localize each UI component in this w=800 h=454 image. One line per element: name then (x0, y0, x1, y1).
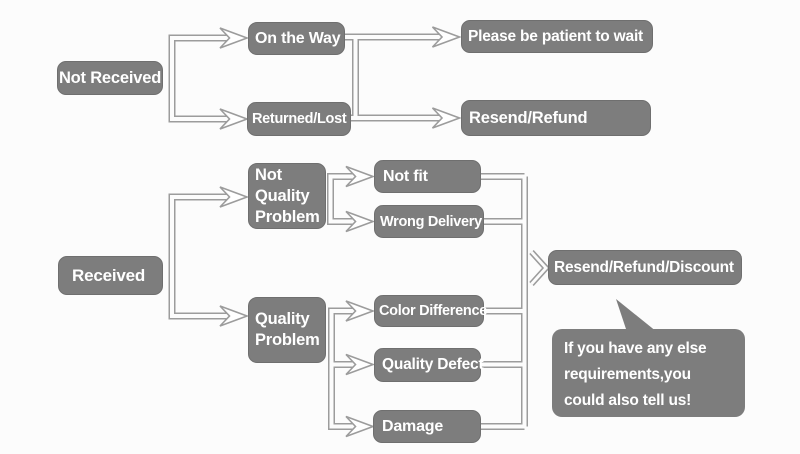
node-resend-refund-discount: Resend/Refund/Discount (548, 250, 742, 285)
speech-bubble-tail (616, 299, 657, 332)
node-wrong-delivery: Wrong Delivery (374, 205, 484, 238)
chevron-icon (529, 249, 551, 287)
node-damage: Damage (373, 410, 481, 443)
node-not-quality-problem: Not Quality Problem (248, 163, 326, 229)
note-bubble: If you have any else requirements,you co… (552, 329, 745, 417)
node-quality-defect: Quality Defect (374, 348, 484, 382)
node-resend-refund: Resend/Refund (461, 100, 651, 136)
node-on-the-way: On the Way (248, 22, 345, 55)
node-color-difference: Color Difference (374, 295, 487, 327)
node-not-received: Not Received (57, 61, 163, 95)
node-please-be-patient: Please be patient to wait (461, 20, 653, 53)
node-not-fit: Not fit (374, 160, 481, 193)
node-returned-lost: Returned/Lost (247, 102, 351, 136)
node-quality-problem: Quality Problem (248, 297, 326, 363)
node-received: Received (58, 256, 163, 295)
